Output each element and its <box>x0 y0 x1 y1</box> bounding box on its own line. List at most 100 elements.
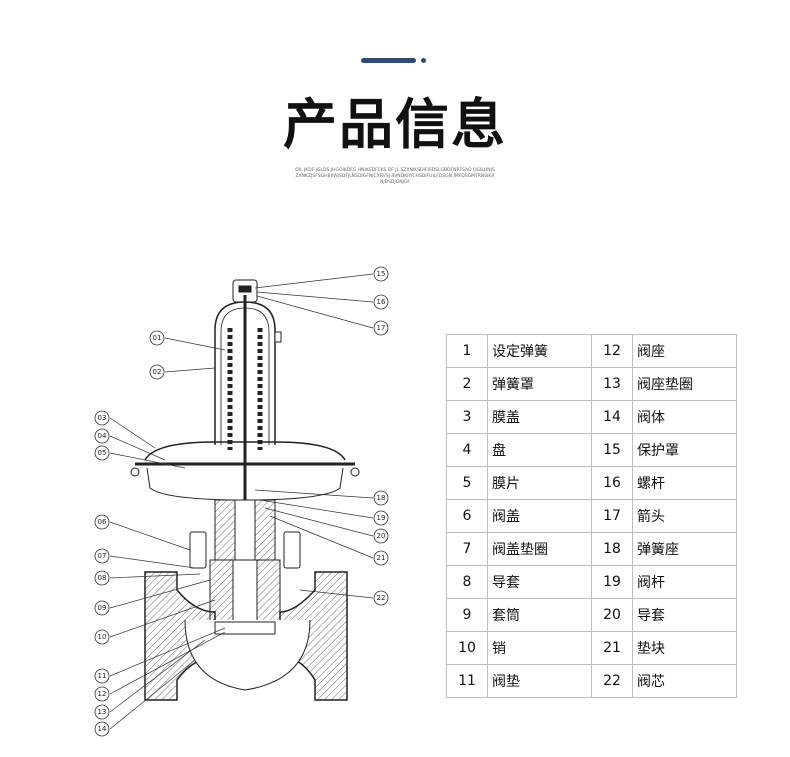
callout-13 <box>94 704 110 720</box>
callout-label: 08 <box>98 574 107 582</box>
callout-label: 18 <box>377 494 386 502</box>
callout-01 <box>149 330 165 346</box>
callout-08 <box>94 570 110 586</box>
callout-label: 16 <box>377 298 386 306</box>
table-row: 9 套筒 20 导套 <box>446 598 737 632</box>
part-number: 2 <box>446 367 488 401</box>
callout-10 <box>94 629 110 645</box>
callout-label: 04 <box>98 432 107 440</box>
callout-14 <box>94 721 110 737</box>
part-name: 阀芯 <box>632 664 737 698</box>
part-name: 保护罩 <box>632 433 737 467</box>
part-name: 阀盖垫圈 <box>487 532 592 566</box>
callout-label: 14 <box>98 725 107 733</box>
part-name: 阀座垫圈 <box>632 367 737 401</box>
callout-label: 11 <box>98 672 107 680</box>
part-name: 膜片 <box>487 466 592 500</box>
page-title: 产品信息 <box>283 93 507 156</box>
callout-label: 15 <box>377 270 386 278</box>
part-name: 阀盖 <box>487 499 592 533</box>
part-name: 销 <box>487 631 592 665</box>
part-number: 10 <box>446 631 488 665</box>
part-name: 箭头 <box>632 499 737 533</box>
callout-22 <box>373 590 389 606</box>
part-number: 8 <box>446 565 488 599</box>
part-number: 3 <box>446 400 488 434</box>
part-name: 阀垫 <box>487 664 592 698</box>
part-number: 20 <box>591 598 633 632</box>
part-number: 6 <box>446 499 488 533</box>
callout-21 <box>373 550 389 566</box>
table-row: 11 阀垫 22 阀芯 <box>446 664 737 698</box>
callout-19 <box>373 510 389 526</box>
callout-label: 12 <box>98 690 107 698</box>
part-number: 4 <box>446 433 488 467</box>
part-number: 17 <box>591 499 633 533</box>
part-name: 导套 <box>487 565 592 599</box>
part-number: 13 <box>591 367 633 401</box>
callout-label: 06 <box>98 518 107 526</box>
part-name: 导套 <box>632 598 737 632</box>
table-row: 6 阀盖 17 箭头 <box>446 499 737 533</box>
callout-17 <box>373 320 389 336</box>
callout-16 <box>373 294 389 310</box>
callout-label: 02 <box>153 368 162 376</box>
part-name: 套筒 <box>487 598 592 632</box>
part-number: 5 <box>446 466 488 500</box>
part-name: 膜盖 <box>487 400 592 434</box>
parts-table: 1 设定弹簧 12 阀座 2 弹簧罩 13 阀座垫圈 3 膜盖 14 阀体 4 … <box>446 334 737 698</box>
part-name: 垫块 <box>632 631 737 665</box>
diaphragm-cover <box>144 441 346 461</box>
table-row: 3 膜盖 14 阀体 <box>446 400 737 434</box>
valve-cross-section-diagram: 01 02 03 04 05 06 07 08 09 10 11 12 13 1… <box>94 266 389 737</box>
part-name: 弹簧罩 <box>487 367 592 401</box>
callout-04 <box>94 428 110 444</box>
callout-12 <box>94 686 110 702</box>
callout-label: 20 <box>377 532 386 540</box>
page-subtitle: OIL JKDF JGLDS JHGOIKDFG HNIKSDFEKS DF J… <box>295 168 495 185</box>
table-row: 2 弹簧罩 13 阀座垫圈 <box>446 367 737 401</box>
callout-label: 19 <box>377 514 386 522</box>
title-accent-bar <box>361 58 416 63</box>
callout-06 <box>94 514 110 530</box>
callout-15 <box>373 266 389 282</box>
callout-label: 05 <box>98 449 107 457</box>
table-row: 8 导套 19 阀杆 <box>446 565 737 599</box>
part-number: 12 <box>591 334 633 368</box>
callout-03 <box>94 410 110 426</box>
callout-label: 01 <box>153 334 162 342</box>
table-row: 10 销 21 垫块 <box>446 631 737 665</box>
part-number: 1 <box>446 334 488 368</box>
callout-label: 22 <box>377 594 386 602</box>
table-row: 1 设定弹簧 12 阀座 <box>446 334 737 368</box>
part-number: 18 <box>591 532 633 566</box>
part-name: 阀座 <box>632 334 737 368</box>
callout-label: 21 <box>377 554 386 562</box>
callout-18 <box>373 490 389 506</box>
callout-05 <box>94 445 110 461</box>
part-number: 9 <box>446 598 488 632</box>
table-row: 7 阀盖垫圈 18 弹簧座 <box>446 532 737 566</box>
part-name: 设定弹簧 <box>487 334 592 368</box>
part-name: 弹簧座 <box>632 532 737 566</box>
callout-label: 07 <box>98 552 107 560</box>
table-row: 5 膜片 16 螺杆 <box>446 466 737 500</box>
table-row: 4 盘 15 保护罩 <box>446 433 737 467</box>
part-number: 14 <box>591 400 633 434</box>
part-number: 22 <box>591 664 633 698</box>
part-number: 7 <box>446 532 488 566</box>
callout-label: 09 <box>98 604 107 612</box>
callout-09 <box>94 600 110 616</box>
part-number: 11 <box>446 664 488 698</box>
part-number: 19 <box>591 565 633 599</box>
callout-20 <box>373 528 389 544</box>
title-accent-dot <box>421 58 426 63</box>
callout-label: 10 <box>98 633 107 641</box>
part-name: 盘 <box>487 433 592 467</box>
part-number: 16 <box>591 466 633 500</box>
part-number: 15 <box>591 433 633 467</box>
callout-label: 13 <box>98 708 107 716</box>
callout-07 <box>94 548 110 564</box>
callout-label: 17 <box>377 324 386 332</box>
callout-label: 03 <box>98 414 107 422</box>
